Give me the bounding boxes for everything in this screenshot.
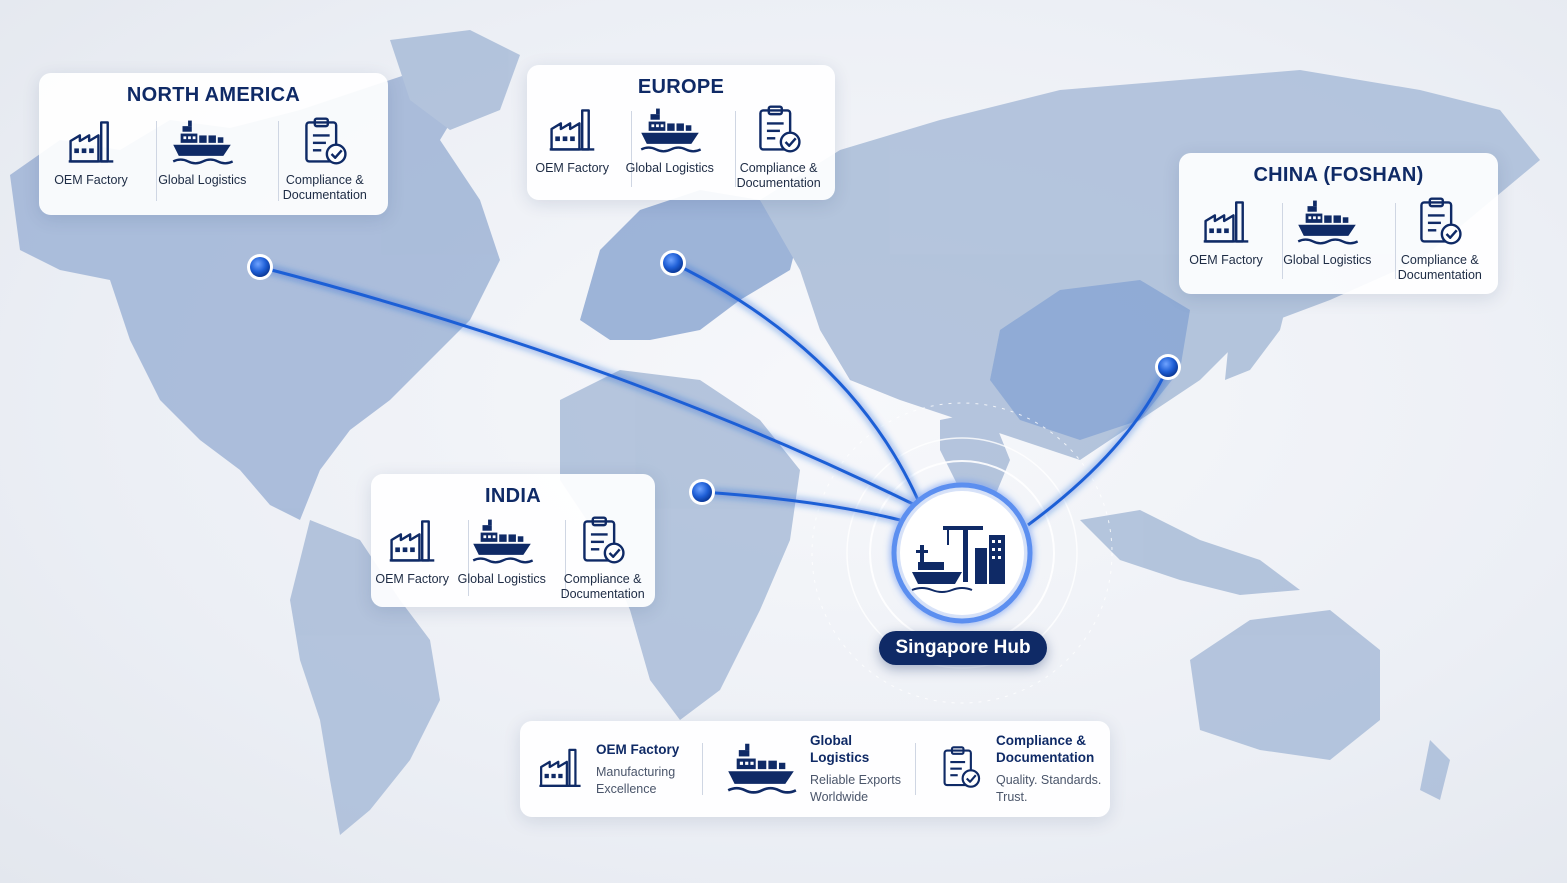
china-landmass [990, 280, 1190, 440]
region-item-clipboard-check: Compliance & Documentation [555, 514, 651, 602]
region-item-factory: OEM Factory [54, 115, 128, 203]
clipboard-check-icon [943, 745, 981, 788]
legend-item-oem-factory: OEM Factory Manufacturing Excellence [536, 721, 696, 817]
route-nodes [247, 250, 1181, 505]
region-item-label: Compliance & Documentation [282, 173, 367, 202]
route-china [1027, 366, 1170, 527]
factory-icon [389, 520, 435, 562]
clipboard-check-icon [1420, 197, 1462, 245]
region-items: OEM Factory Global Logistics Compliance … [39, 115, 388, 203]
region-item-label: OEM Factory [535, 161, 609, 175]
region-item-cargo-ship: Global Logistics [626, 103, 714, 191]
region-item-label: Compliance & Documentation [736, 161, 821, 190]
cargo-ship-icon [173, 120, 234, 165]
factory-icon [539, 748, 581, 787]
region-card-north-america: NORTH AMERICA OEM Factory Global Logisti… [39, 73, 388, 215]
region-title: CHINA (FOSHAN) [1253, 164, 1424, 186]
region-items: OEM Factory Global Logistics Compliance … [527, 103, 835, 191]
region-item-clipboard-check: Compliance & Documentation [1392, 195, 1488, 283]
legend-panel: OEM Factory Manufacturing Excellence Glo… [520, 721, 1110, 817]
route-india [701, 490, 901, 522]
region-item-factory: OEM Factory [375, 514, 449, 602]
hub-circle [891, 482, 1033, 624]
region-title: NORTH AMERICA [126, 84, 301, 106]
legend-title: Global Logistics [810, 733, 870, 765]
legend-item-global-logistics: Global Logistics Reliable Exports Worldw… [724, 721, 904, 817]
clipboard-check-icon [582, 516, 625, 564]
region-items: OEM Factory Global Logistics Compliance … [371, 514, 655, 602]
japan-landmass [1225, 290, 1290, 380]
cargo-ship-icon [724, 737, 798, 802]
africa-landmass [560, 370, 800, 720]
greenland-landmass [390, 30, 520, 130]
region-item-clipboard-check: Compliance & Documentation [277, 115, 373, 203]
region-item-label: Global Logistics [1283, 253, 1372, 267]
factory-icon [549, 109, 595, 151]
clipboard-check-icon [758, 105, 801, 153]
routes [259, 261, 1170, 527]
region-items: OEM Factory Global Logistics Compliance … [1179, 195, 1498, 283]
cargo-ship-icon [640, 108, 701, 153]
cargo-ship-icon [1298, 200, 1359, 245]
region-item-label: OEM Factory [1189, 253, 1263, 267]
factory-icon [1203, 201, 1249, 243]
region-item-factory: OEM Factory [535, 103, 609, 191]
port-city-icon [911, 526, 1005, 593]
legend-title: OEM Factory [596, 741, 680, 757]
legend-item-compliance: Compliance & Documentation Quality. Stan… [938, 721, 1108, 817]
route-europe [672, 261, 920, 501]
europe-landmass [580, 190, 800, 340]
region-item-cargo-ship: Global Logistics [458, 514, 546, 602]
region-item-label: Compliance & Documentation [560, 572, 645, 601]
legend-subtitle: Quality. Standards. Trust. [996, 773, 1102, 804]
factory-icon [536, 743, 584, 796]
clipboard-check-icon [938, 744, 984, 795]
cargo-ship-icon [727, 743, 797, 794]
south-america-landmass [290, 520, 440, 835]
region-item-label: Compliance & Documentation [1397, 253, 1482, 282]
region-card-europe: EUROPE OEM Factory Global Logistics [527, 65, 835, 200]
region-title: EUROPE [637, 76, 725, 98]
clipboard-check-icon [305, 117, 347, 165]
region-item-clipboard-check: Compliance & Documentation [731, 103, 827, 191]
route-north-america [259, 265, 916, 507]
region-item-cargo-ship: Global Logistics [1283, 195, 1371, 283]
new-zealand-landmass [1420, 740, 1450, 800]
region-card-india: INDIA OEM Factory Global Logistics [371, 474, 655, 607]
legend-title: Compliance & Documentation [996, 733, 1095, 765]
factory-icon [68, 121, 114, 163]
region-item-label: OEM Factory [375, 572, 449, 586]
legend-subtitle: Manufacturing Excellence [596, 764, 676, 796]
region-title: INDIA [485, 485, 541, 507]
cargo-ship-icon [472, 519, 533, 564]
legend-subtitle: Reliable Exports Worldwide [810, 773, 902, 804]
region-item-cargo-ship: Global Logistics [158, 115, 246, 203]
region-item-label: Global Logistics [457, 572, 546, 586]
region-item-factory: OEM Factory [1189, 195, 1263, 283]
australia-landmass [1190, 610, 1380, 760]
hub-label: Singapore Hub [879, 631, 1047, 665]
southeast-asia-islands [1080, 510, 1300, 595]
region-item-label: Global Logistics [625, 161, 714, 175]
region-item-label: Global Logistics [158, 173, 247, 187]
region-card-china: CHINA (FOSHAN) OEM Factory Global Logist… [1179, 153, 1498, 294]
region-item-label: OEM Factory [54, 173, 128, 187]
